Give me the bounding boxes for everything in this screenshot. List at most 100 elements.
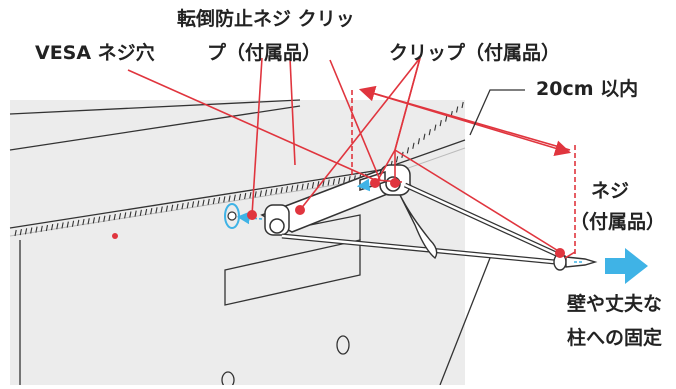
vent-slot	[434, 124, 437, 131]
vent-slot	[306, 182, 309, 190]
vent-slot	[428, 129, 431, 136]
vent-slot	[14, 229, 17, 237]
vent-slot	[423, 133, 426, 140]
vent-slot	[202, 199, 205, 206]
vent-slot	[228, 195, 231, 202]
vent-slot	[118, 213, 122, 220]
vent-slot	[176, 203, 179, 211]
vent-slot	[327, 179, 330, 186]
vent-slot	[280, 187, 283, 194]
vent-slot	[191, 201, 195, 208]
vent-slot	[66, 221, 69, 228]
vent-slot	[24, 228, 28, 235]
marker-dot	[112, 233, 118, 239]
vent-slot	[35, 226, 38, 233]
vent-slot	[150, 208, 153, 215]
vent-slot	[406, 147, 410, 154]
vent-slot	[322, 180, 325, 187]
vent-slot	[445, 115, 448, 122]
vent-slot	[296, 184, 299, 191]
vent-slot	[212, 197, 216, 205]
marker-dot	[295, 205, 305, 215]
vent-slot	[412, 142, 415, 149]
leader-screw	[564, 251, 576, 259]
vent-slot	[160, 206, 163, 213]
vent-slot	[108, 214, 111, 221]
vent-slot	[249, 192, 252, 199]
marker-dot	[555, 248, 565, 258]
vent-slot	[207, 198, 210, 206]
label-tip-prevent-line1: 転倒防止ネジ クリッ	[177, 8, 355, 30]
panel-recess	[224, 239, 361, 306]
leader-clip-a	[299, 57, 421, 211]
black-leaders	[19, 89, 525, 386]
tv-upper-line	[9, 105, 301, 151]
vent-slot	[197, 200, 200, 207]
vent-slot	[30, 227, 33, 234]
vent-slot	[139, 209, 142, 216]
panel-recess-inner	[309, 214, 361, 240]
vent-slot	[217, 197, 221, 204]
vent-slot	[71, 220, 75, 227]
vent-slot	[50, 224, 54, 231]
vent-slot	[134, 210, 137, 217]
vent-slot	[181, 202, 184, 210]
vent-slot	[439, 120, 442, 127]
vent-slot	[103, 215, 106, 222]
vent-slot	[186, 202, 189, 209]
vent-slot	[113, 213, 116, 221]
vent-slot	[61, 222, 64, 229]
vent-slot	[144, 208, 148, 216]
label-distance: 20cm 以内	[536, 78, 639, 100]
vent-slot	[244, 192, 247, 200]
wire-loop	[399, 194, 438, 260]
vent-slot	[337, 177, 341, 184]
vent-slot	[275, 187, 278, 195]
vent-slot	[165, 205, 169, 212]
marker-dot	[370, 178, 380, 188]
vent-slot	[332, 178, 336, 185]
vent-slot	[124, 212, 127, 219]
vent-slot	[56, 223, 59, 230]
vent-slot	[311, 181, 315, 189]
leader-tip-screw-b	[251, 57, 263, 216]
vent-slot	[238, 193, 242, 200]
wire-lower-core	[281, 234, 556, 264]
vent-slot	[92, 217, 96, 224]
marker-dot	[247, 210, 257, 220]
vent-slot	[455, 106, 459, 113]
dashed-arrow-icon	[356, 178, 379, 192]
blue-arrow-icon	[605, 248, 648, 284]
vent-slot	[301, 183, 304, 190]
vent-slot	[19, 229, 22, 236]
vent-slot	[155, 207, 158, 214]
vent-slot	[82, 218, 85, 226]
label-clip: クリップ（付属品）	[389, 42, 561, 64]
vent-slot	[461, 101, 464, 109]
vent-slot	[170, 204, 174, 211]
label-screw-line1: ネジ	[591, 180, 630, 202]
leader-tip-screw-a	[289, 57, 296, 166]
vent-slot	[223, 196, 226, 203]
vent-slot	[264, 189, 268, 196]
vent-slot	[45, 224, 49, 232]
vent-slot	[270, 188, 273, 195]
vent-slot	[254, 191, 257, 198]
vent-slot	[233, 194, 236, 201]
vent-slot	[290, 185, 294, 192]
vent-slot	[97, 216, 101, 223]
wire-upper-core	[404, 183, 566, 260]
leader-vesa	[127, 69, 376, 181]
label-wall-fix-line2: 柱への固定	[567, 327, 663, 349]
marker-dot	[390, 178, 400, 188]
vent-slot	[395, 156, 399, 163]
leader-tip-screw-c	[329, 59, 381, 181]
vent-slot	[259, 190, 262, 197]
vent-slot	[417, 138, 421, 145]
label-wall-fix-line1: 壁や丈夫な	[567, 293, 663, 315]
label-tip-prevent-line2: プ（付属品）	[207, 42, 322, 64]
label-vesa-screw-hole: VESA ネジ穴	[35, 42, 155, 64]
vent-slot	[77, 219, 80, 227]
